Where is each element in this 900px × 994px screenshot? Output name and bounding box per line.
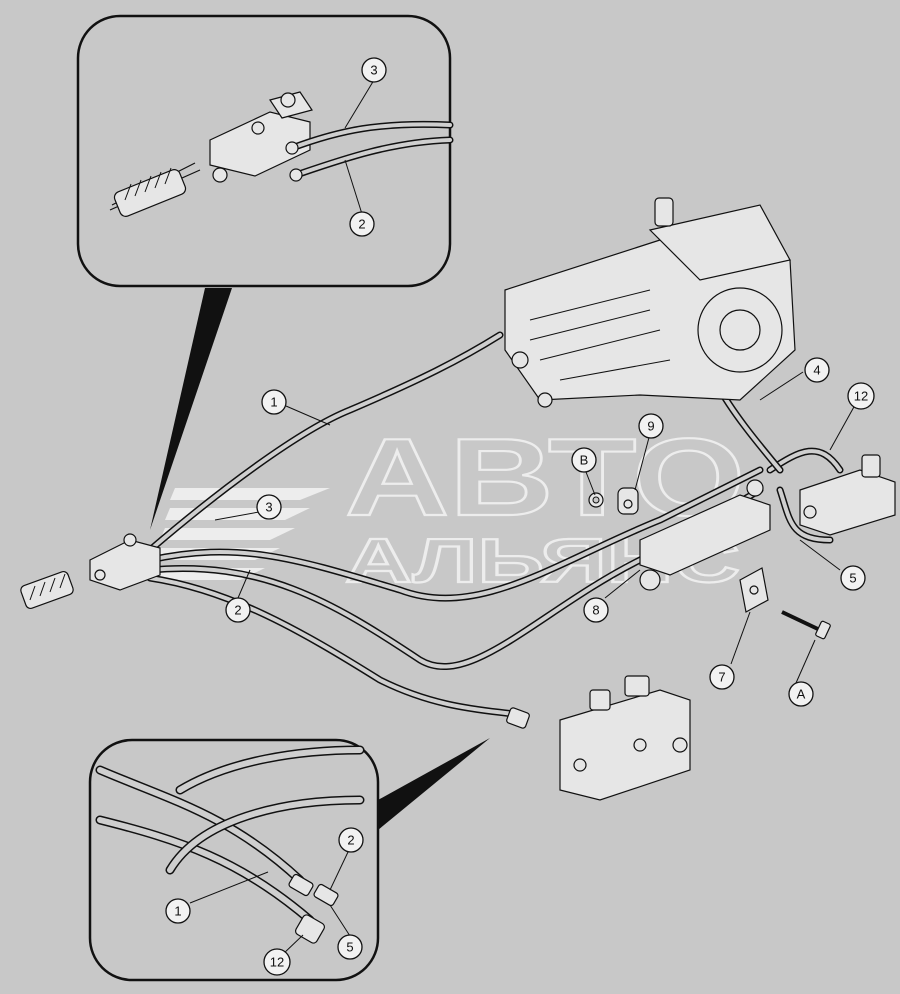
callout-8: 8 (583, 597, 609, 623)
callout-4: 4 (804, 357, 830, 383)
svg-text:8: 8 (592, 603, 599, 618)
svg-text:1: 1 (270, 395, 277, 410)
svg-text:12: 12 (854, 389, 868, 404)
callout-9: 9 (638, 413, 664, 439)
callout-b: B (571, 447, 597, 473)
right-valve-block (799, 454, 896, 536)
washer-b (588, 492, 604, 508)
svg-text:9: 9 (647, 419, 654, 434)
callout-bot-1: 1 (165, 898, 191, 924)
svg-text:4: 4 (813, 363, 820, 378)
callout-1: 1 (261, 389, 287, 415)
callout-a: A (788, 681, 814, 707)
callouts: 3 2 1 3 2 4 9 B (165, 57, 875, 976)
callout-2: 2 (225, 597, 251, 623)
svg-text:3: 3 (370, 63, 377, 78)
transmission (504, 197, 796, 408)
bracket-7 (739, 567, 769, 613)
clamp-9 (617, 487, 639, 515)
svg-text:2: 2 (234, 603, 241, 618)
svg-text:B: B (580, 453, 589, 468)
svg-text:3: 3 (265, 500, 272, 515)
left-control-valve (20, 533, 161, 610)
bottom-control-valve (506, 675, 691, 801)
bottom-inset-frame (88, 738, 380, 982)
svg-text:1: 1 (174, 904, 181, 919)
svg-text:12: 12 (270, 955, 284, 970)
callout-top-2: 2 (349, 211, 375, 237)
callout-top-3: 3 (361, 57, 387, 83)
callout-5: 5 (840, 565, 866, 591)
top-inset-valve-block (209, 91, 313, 183)
bottom-inset (88, 738, 490, 982)
callout-7: 7 (709, 664, 735, 690)
callout-bot-2: 2 (338, 827, 364, 853)
svg-text:2: 2 (347, 833, 354, 848)
svg-text:A: A (797, 687, 806, 702)
svg-text:5: 5 (849, 571, 856, 586)
callout-3: 3 (256, 494, 282, 520)
svg-text:2: 2 (358, 217, 365, 232)
clamp-bundle (639, 479, 771, 591)
callout-bot-5: 5 (337, 934, 363, 960)
callout-12: 12 (847, 382, 875, 410)
callout-bot-12: 12 (263, 948, 291, 976)
bolt-a (781, 610, 831, 640)
bottom-inset-pointer (378, 738, 490, 830)
top-inset-cable-boot (109, 162, 201, 217)
svg-text:5: 5 (346, 940, 353, 955)
svg-text:7: 7 (718, 670, 725, 685)
top-inset-pointer (150, 288, 232, 530)
watermark-line1: АВТО (345, 416, 745, 539)
